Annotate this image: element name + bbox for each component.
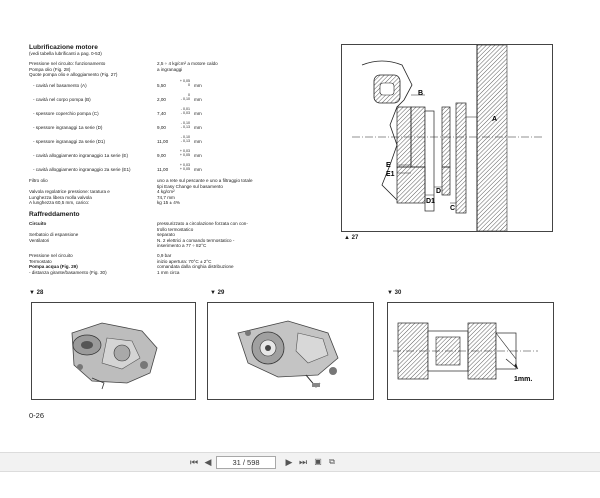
last-page-icon[interactable]: ⏭	[298, 457, 308, 467]
gap-label: 1mm.	[514, 376, 532, 383]
prev-page-icon[interactable]: ◀	[204, 457, 212, 467]
pressure-value: 2,5 ÷ 4 kg/cm² a motore caldo	[157, 61, 218, 66]
figure-30: 1mm.	[387, 302, 554, 400]
impeller-gap-value: 1 mm circa	[157, 269, 180, 275]
label-e1: E1	[386, 171, 395, 178]
oil-pump-value: a ingranaggi	[157, 66, 183, 72]
load-label: A lunghezza 60,5 mm, carico:	[29, 200, 90, 205]
fans-value-2: inserimento a 77 ÷ 82°C	[157, 243, 207, 248]
dim-value-b: 2,00	[157, 97, 166, 102]
tank-value: separato	[157, 232, 175, 237]
tol-e1: + 0,03+ 0,05	[179, 163, 190, 171]
figure-28-label: ▼ 28	[29, 290, 44, 296]
document-page: Lubrificazione motore (vedi tabella lubr…	[29, 44, 554, 420]
unit-e: mm	[194, 153, 202, 158]
next-page-icon[interactable]: ▶	[285, 457, 293, 467]
unit-b: mm	[194, 97, 202, 102]
impeller-gap-drawing: 1mm.	[393, 322, 538, 383]
label-c: C	[450, 205, 455, 212]
dim-label-e: - cavità alloggiamento ingranaggio 1a se…	[33, 153, 128, 158]
oil-filter-value: uno a rete sul pescante e uno a filtragg…	[157, 178, 253, 183]
tol-e: + 0,03+ 0,05	[179, 149, 190, 157]
fans-label: Ventilatori	[29, 237, 50, 243]
fit-width-icon[interactable]: ⧉	[329, 457, 335, 466]
viewer-toolbar: ⏮ ◀ 31 / 598 ▶ ⏭ ▣ ⧉	[0, 452, 600, 472]
label-d: D	[436, 188, 441, 195]
dim-value-d: 9,00	[157, 125, 166, 130]
valve-value: 4 kg/cm²	[157, 189, 175, 194]
note-lubricants: (vedi tabella lubrificanti a pag. 0-53)	[29, 51, 102, 56]
oil-filter-value-2: tipi Easy Change sul basamento	[157, 183, 223, 189]
valve-label: Valvola regolatrice pressione: taratura …	[29, 189, 110, 194]
fit-page-icon[interactable]: ▣	[314, 457, 322, 466]
tank-label: Serbatoio di espansione	[29, 232, 79, 237]
dim-label-c: - spessore coperchio pompa (C)	[33, 111, 99, 116]
unit-c: mm	[194, 111, 202, 116]
thermostat-value: inizio apertura: 70°C ± 2°C	[157, 258, 212, 264]
label-e: E	[386, 162, 391, 169]
cool-pressure-label: Pressione nel circuito	[29, 253, 73, 258]
page-number: 0-26	[29, 411, 45, 420]
pump-section-drawing: B A E E1 D D1 C	[352, 44, 542, 232]
circuit-value-2: trollo termostatico	[157, 226, 194, 232]
water-pump-photo-2	[237, 320, 339, 388]
heading-cooling: Raffreddamento	[29, 211, 80, 218]
unit-e1: mm	[194, 167, 202, 172]
dim-label-d1: - spessore ingranaggi 2a serie (D1)	[33, 139, 106, 144]
dim-value-a: 5,50	[157, 83, 166, 88]
figure-27-label: ▲ 27	[344, 235, 359, 241]
figure-28	[31, 302, 196, 400]
tol-c: - 0,01- 0,03	[180, 107, 190, 115]
heading-lubrication: Lubrificazione motore	[29, 44, 98, 51]
water-pump-label: Pompa acqua (Fig. 29)	[29, 264, 78, 269]
page-number-input[interactable]: 31 / 598	[216, 456, 276, 469]
dim-label-e1: - cavità alloggiamento ingranaggio 2a se…	[33, 167, 131, 172]
tol-b: 0- 0,10	[180, 93, 190, 101]
dim-label-a: - cavità nel basamento (A)	[33, 83, 87, 88]
dim-label-d: - spessore ingranaggi 1a serie (D)	[33, 125, 103, 130]
spring-value: 74,7 mm	[157, 194, 175, 200]
circuit-label: Circuito	[29, 221, 47, 226]
cool-pressure-value: 0,9 bar	[157, 253, 172, 258]
label-d1: D1	[426, 198, 435, 205]
load-value: kg 15 ± 4%	[157, 200, 180, 205]
dim-value-d1: 11,00	[157, 139, 169, 144]
pump-dims-label: Quote pompa olio e alloggiamento (Fig. 2…	[29, 72, 118, 77]
tol-d1: - 0,10- 0,13	[180, 135, 190, 143]
unit-a: mm	[194, 83, 202, 88]
dim-label-b: - cavità nel corpo pompa (B)	[33, 97, 91, 102]
label-a: A	[492, 116, 497, 123]
water-pump-value: comandata dalla cinghia distribuzione	[157, 264, 234, 269]
spring-label: Lunghezza libera molla valvola	[29, 194, 92, 200]
tol-d: - 0,10- 0,13	[180, 121, 190, 129]
figure-29-label: ▼ 29	[210, 290, 225, 296]
first-page-icon[interactable]: ⏮	[189, 457, 199, 467]
water-pump-photo-1	[71, 322, 158, 390]
circuit-value: pressurizzato a circolazione forzata con…	[157, 221, 248, 226]
figure-30-label: ▼ 30	[387, 290, 402, 296]
dim-value-e1: 11,00	[157, 167, 169, 172]
fans-value: N. 2 elettrici a comando termostatico -	[157, 237, 235, 243]
oil-filter-label: Filtro olio	[29, 178, 48, 183]
label-b: B	[418, 90, 423, 97]
figure-29	[207, 302, 374, 400]
dim-value-e: 9,00	[157, 153, 166, 158]
figure-27: B A E E1 D D1 C	[341, 44, 553, 232]
dim-value-c: 7,40	[157, 111, 166, 116]
unit-d: mm	[194, 125, 202, 130]
unit-d1: mm	[194, 139, 202, 144]
oil-pump-label: Pompa olio (Fig. 28)	[29, 66, 71, 72]
pressure-label: Pressione nel circuito: funzionamento	[29, 61, 106, 66]
thermostat-label: Termostato	[29, 258, 52, 264]
impeller-gap-label: - distanza girante/basamento (Fig. 30)	[29, 269, 107, 275]
